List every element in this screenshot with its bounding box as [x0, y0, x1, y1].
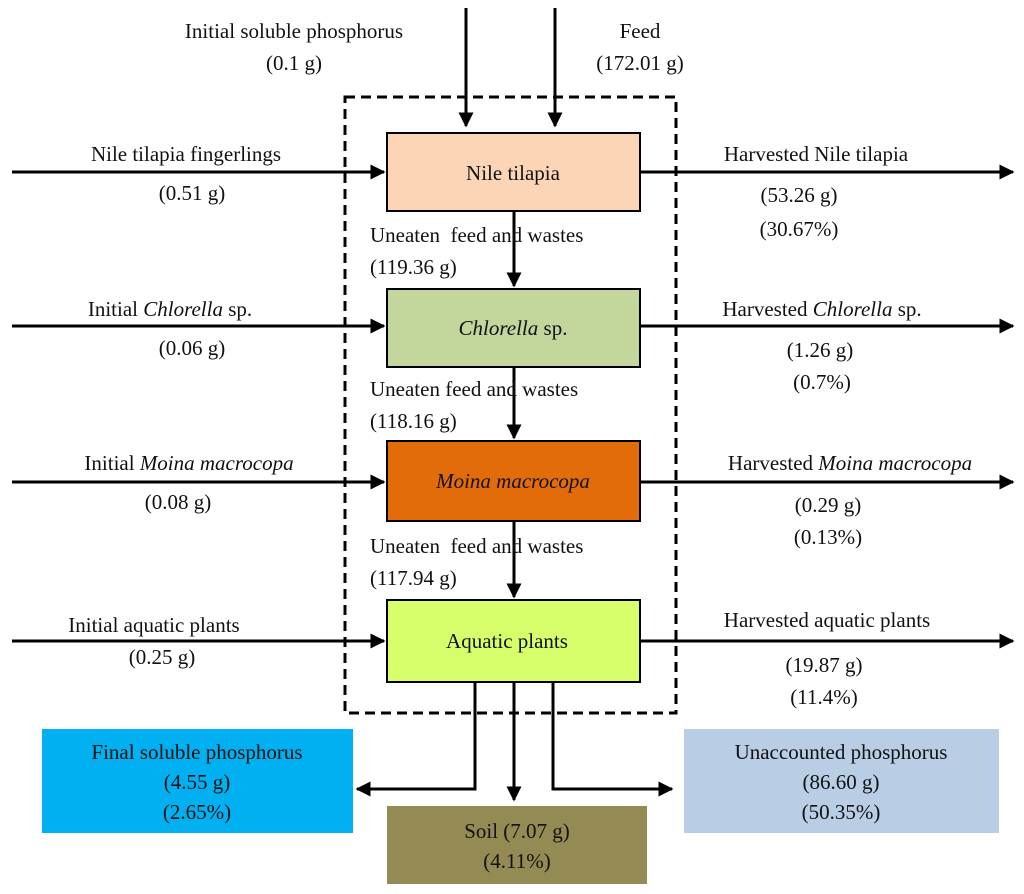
soil-percent: (4.11%) [483, 849, 550, 873]
plants-output-percent: (11.4%) [790, 685, 857, 709]
tilapia-output-percent: (30.67%) [760, 217, 839, 241]
tilapia-name: Nile tilapia [466, 161, 561, 185]
flow-1-value: (119.36 g) [370, 255, 457, 279]
moina-output-label: Harvested Moina macrocopa [728, 451, 972, 475]
chlorella-input-value: (0.06 g) [159, 336, 226, 360]
moina-output-value: (0.29 g) [795, 493, 862, 517]
tilapia-input-label: Nile tilapia fingerlings [91, 142, 281, 166]
flow-2-value: (118.16 g) [370, 409, 457, 433]
final-soluble-value: (4.55 g) [164, 770, 231, 794]
feed-input-label: Feed [620, 19, 661, 43]
chlorella-input-label: Initial Chlorella sp. [88, 297, 252, 321]
plants-input-label: Initial aquatic plants [68, 613, 239, 637]
unaccounted-arrow [551, 682, 674, 797]
plants-name: Aquatic plants [446, 629, 568, 653]
chlorella-output-percent: (0.7%) [793, 370, 851, 394]
soil-label: Soil (7.07 g) [464, 819, 570, 843]
moina-name: Moina macrocopa [435, 469, 590, 493]
tilapia-box [386, 132, 641, 212]
flow-3-label: Uneaten feed and wastes [370, 534, 583, 558]
unaccounted-label: Unaccounted phosphorus [735, 740, 948, 764]
tilapia-input-value: (0.51 g) [159, 181, 226, 205]
chlorella-name: Chlorella sp. [459, 316, 568, 340]
soluble-input-value: (0.1 g) [266, 51, 322, 75]
moina-box [386, 440, 641, 522]
final-soluble-label: Final soluble phosphorus [91, 740, 302, 764]
chlorella-output-value: (1.26 g) [787, 338, 854, 362]
unaccounted-value: (86.60 g) [803, 770, 880, 794]
moina-output-percent: (0.13%) [794, 525, 862, 549]
unaccounted-box [684, 729, 999, 833]
tilapia-output-value: (53.26 g) [761, 183, 838, 207]
system-boundary [343, 95, 678, 715]
soil-box [387, 806, 647, 884]
final-soluble-box [42, 729, 353, 833]
plants-box [386, 599, 641, 683]
plants-input-value: (0.25 g) [129, 645, 196, 669]
moina-input-label: Initial Moina macrocopa [84, 451, 293, 475]
soluble-input-label: Initial soluble phosphorus [185, 19, 403, 43]
moina-input-value: (0.08 g) [145, 490, 212, 514]
final-soluble-percent: (2.65%) [163, 800, 231, 824]
flow-3-value: (117.94 g) [370, 566, 457, 590]
unaccounted-percent: (50.35%) [802, 800, 881, 824]
final-soluble-arrow [355, 682, 477, 797]
chlorella-output-label: Harvested Chlorella sp. [722, 297, 921, 321]
flow-1-label: Uneaten feed and wastes [370, 223, 583, 247]
flow-2-label: Uneaten feed and wastes [370, 377, 578, 401]
chlorella-box [386, 288, 641, 368]
feed-input-value: (172.01 g) [596, 51, 684, 75]
plants-output-label: Harvested aquatic plants [724, 608, 930, 632]
plants-output-value: (19.87 g) [786, 653, 863, 677]
tilapia-output-label: Harvested Nile tilapia [724, 142, 909, 166]
